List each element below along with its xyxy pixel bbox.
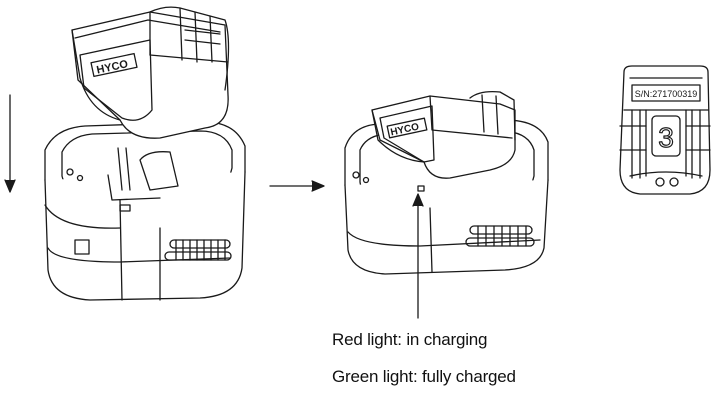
slot-number-label: 3: [658, 122, 674, 153]
step-right-arrow: [269, 180, 325, 192]
led-pointer-arrow: [412, 193, 424, 319]
insert-down-arrow: [4, 94, 16, 193]
charge-indicator-led: [417, 185, 425, 192]
radio-unit-left: [71, 6, 230, 139]
legend-green-light: Green light: fully charged: [332, 367, 516, 386]
radio-back-view: [619, 65, 711, 195]
vent-slots-middle: [465, 225, 535, 247]
radio-unit-middle: [371, 90, 516, 179]
serial-label-box: [631, 84, 701, 102]
serial-number-label: S/N:271700319: [635, 89, 698, 99]
legend-red-light: Red light: in charging: [332, 330, 488, 349]
contact-right: [669, 177, 679, 187]
contact-left: [655, 177, 665, 187]
charger-insertion-illustration: HYCO: [4, 6, 246, 301]
charger-charging-illustration: HYCO: [344, 90, 549, 319]
vent-slots-left: [164, 239, 232, 261]
charger-base-left: [44, 121, 246, 301]
